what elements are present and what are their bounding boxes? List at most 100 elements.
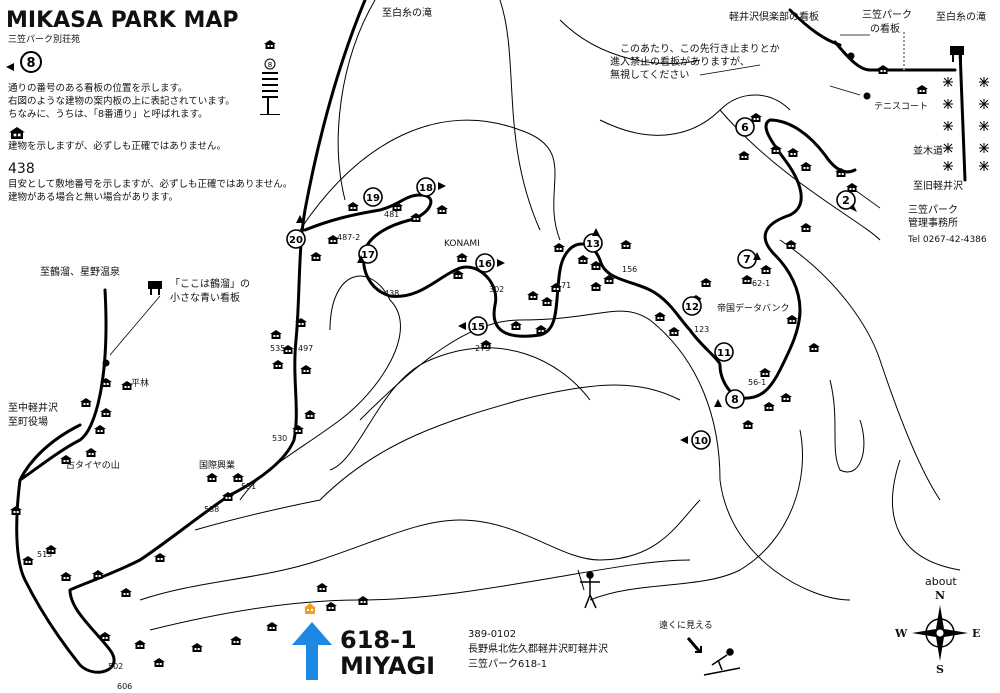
street-badge-number: 8: [731, 393, 739, 406]
markers: [102, 52, 871, 367]
street-badge-number: 19: [366, 193, 380, 204]
street-badge-number: 17: [361, 250, 375, 261]
houses: [10, 40, 928, 667]
legend-building-line: 建物を示しますが、必ずしも正確ではありません。: [8, 141, 227, 152]
label-naka-karuizawa-2: 至町役場: [8, 417, 48, 428]
lot-number: 530: [272, 434, 288, 443]
street-badge-17: 17: [358, 244, 378, 264]
legend-lot-line-1: 目安として敷地番号を示しますが、必ずしも正確ではありません。: [8, 179, 293, 190]
compass-s: S: [936, 663, 944, 676]
lot-number: 606: [117, 682, 133, 691]
street-badge-18: 18: [416, 177, 436, 197]
lot-number: 62-1: [752, 279, 771, 288]
label-notice-3: 無視してください: [610, 70, 690, 81]
legend-sign-icon: 8: [260, 58, 280, 115]
destination-lot: 618-1: [340, 626, 417, 654]
street-badge-20: 20: [286, 229, 306, 249]
street-badge-number: 15: [471, 322, 485, 333]
lot-number: 302: [489, 285, 505, 294]
label-tsurudamari-sign-2: 小さな青い看板: [170, 293, 240, 304]
compass-e: E: [972, 627, 981, 640]
lot-number: 171: [556, 281, 572, 290]
street-badge-number: 20: [289, 235, 303, 246]
street-badge-2: 2: [836, 190, 856, 210]
contour-lines: [139, 0, 961, 631]
golfer-icon: [577, 569, 600, 609]
street-badge-number: 7: [743, 253, 751, 266]
label-kokusai-kogyo: 国際興業: [199, 461, 236, 471]
lot-number: 487-2: [337, 233, 361, 242]
label-office-tel: Tel 0267-42-4386: [908, 235, 987, 245]
lot-number: 438: [384, 289, 400, 298]
tree-row: [943, 77, 989, 171]
map-subtitle: 三笠パーク別荘苑: [8, 35, 81, 45]
street-badge-number: 6: [741, 121, 749, 134]
street-badge-12: 12: [682, 296, 702, 316]
lot-number: 551: [241, 482, 257, 491]
street-badge-15: 15: [468, 316, 488, 336]
destination-postal: 389-0102: [468, 629, 517, 640]
street-badge-13: 13: [583, 233, 603, 253]
label-furutaiya: 古タイヤの山: [66, 461, 120, 471]
label-tennis-court: テニスコート: [874, 102, 929, 112]
lot-number: 123: [694, 325, 710, 334]
lot-number: 156: [622, 265, 638, 274]
map-title: MIKASA PARK MAP: [6, 8, 239, 33]
lot-number: 497: [298, 344, 314, 353]
sign-icons: [148, 46, 964, 295]
home-house-icon: [304, 603, 316, 614]
street-badge-number: 10: [694, 436, 708, 447]
street-badge-11: 11: [714, 342, 734, 362]
destination-name: MIYAGI: [340, 652, 436, 680]
street-badge-number: 13: [586, 239, 600, 250]
street-badge-number: 12: [685, 302, 699, 313]
compass-n: N: [935, 589, 946, 602]
street-badge-16: 16: [475, 253, 495, 273]
legend-sign-line-3: ちなみに、うちは、「8番通り」と呼ばれます。: [8, 109, 208, 120]
lot-number: 538: [204, 505, 220, 514]
compass-rose-icon: [912, 605, 968, 661]
lot-number: 56-1: [748, 378, 767, 387]
legend-house-icon: [9, 124, 25, 143]
label-tsurudamari: 至鶴溜、星野温泉: [40, 267, 120, 278]
street-badge-number: 11: [717, 348, 731, 359]
skier-icon: [686, 637, 741, 676]
street-badge-8: 8: [725, 389, 745, 409]
leader-lines: [109, 34, 881, 356]
label-mikasa-sign-2: の看板: [870, 24, 900, 35]
lot-number: 513: [37, 550, 53, 559]
label-office-2: 管理事務所: [908, 218, 958, 229]
street-badge-19: 19: [363, 187, 383, 207]
road-arrows: [6, 63, 857, 444]
label-notice-1: このあたり、この先行き止まりとか: [620, 44, 780, 55]
legend-lot-example: 438: [8, 161, 35, 177]
legend-street-badge-number: 8: [26, 56, 35, 71]
label-notice-2: 進入禁止の看板がありますが、: [610, 57, 750, 68]
street-badge-number: 2: [842, 194, 850, 207]
label-shiraito-top: 至白糸の滝: [382, 8, 432, 19]
lot-number: 535: [270, 344, 286, 353]
destination-address-1: 長野県北佐久郡軽井沢町軽井沢: [468, 644, 608, 655]
street-badge-number: 16: [478, 259, 492, 270]
legend-lot-line-2: 建物がある場合と無い場合があります。: [8, 192, 179, 203]
compass-w: W: [895, 627, 908, 640]
legend-sign-line-1: 通りの番号のある看板の位置を示します。: [8, 83, 188, 94]
lot-number: 502: [108, 662, 124, 671]
lot-number: 481: [384, 210, 400, 219]
street-badge-7: 7: [737, 249, 757, 269]
compass-about: about: [925, 575, 957, 588]
label-konami: KONAMI: [444, 239, 480, 249]
lot-number: 273: [475, 344, 491, 353]
legend-sign-number: 8: [268, 61, 272, 69]
destination-address-2: 三笠パーク618-1: [468, 659, 548, 670]
label-shiraito-right: 至白糸の滝: [936, 12, 986, 23]
label-naka-karuizawa-1: 至中軽井沢: [8, 403, 58, 414]
label-mikasa-sign-1: 三笠パーク: [862, 10, 912, 21]
street-badge-10: 10: [691, 430, 711, 450]
destination-arrow-icon: [292, 622, 332, 680]
label-tsurudamari-sign-1: 「ここは鶴溜」の: [170, 279, 250, 290]
label-karuizawa-club-sign: 軽井沢倶楽部の看板: [729, 12, 819, 23]
street-badge-number: 18: [419, 183, 433, 194]
